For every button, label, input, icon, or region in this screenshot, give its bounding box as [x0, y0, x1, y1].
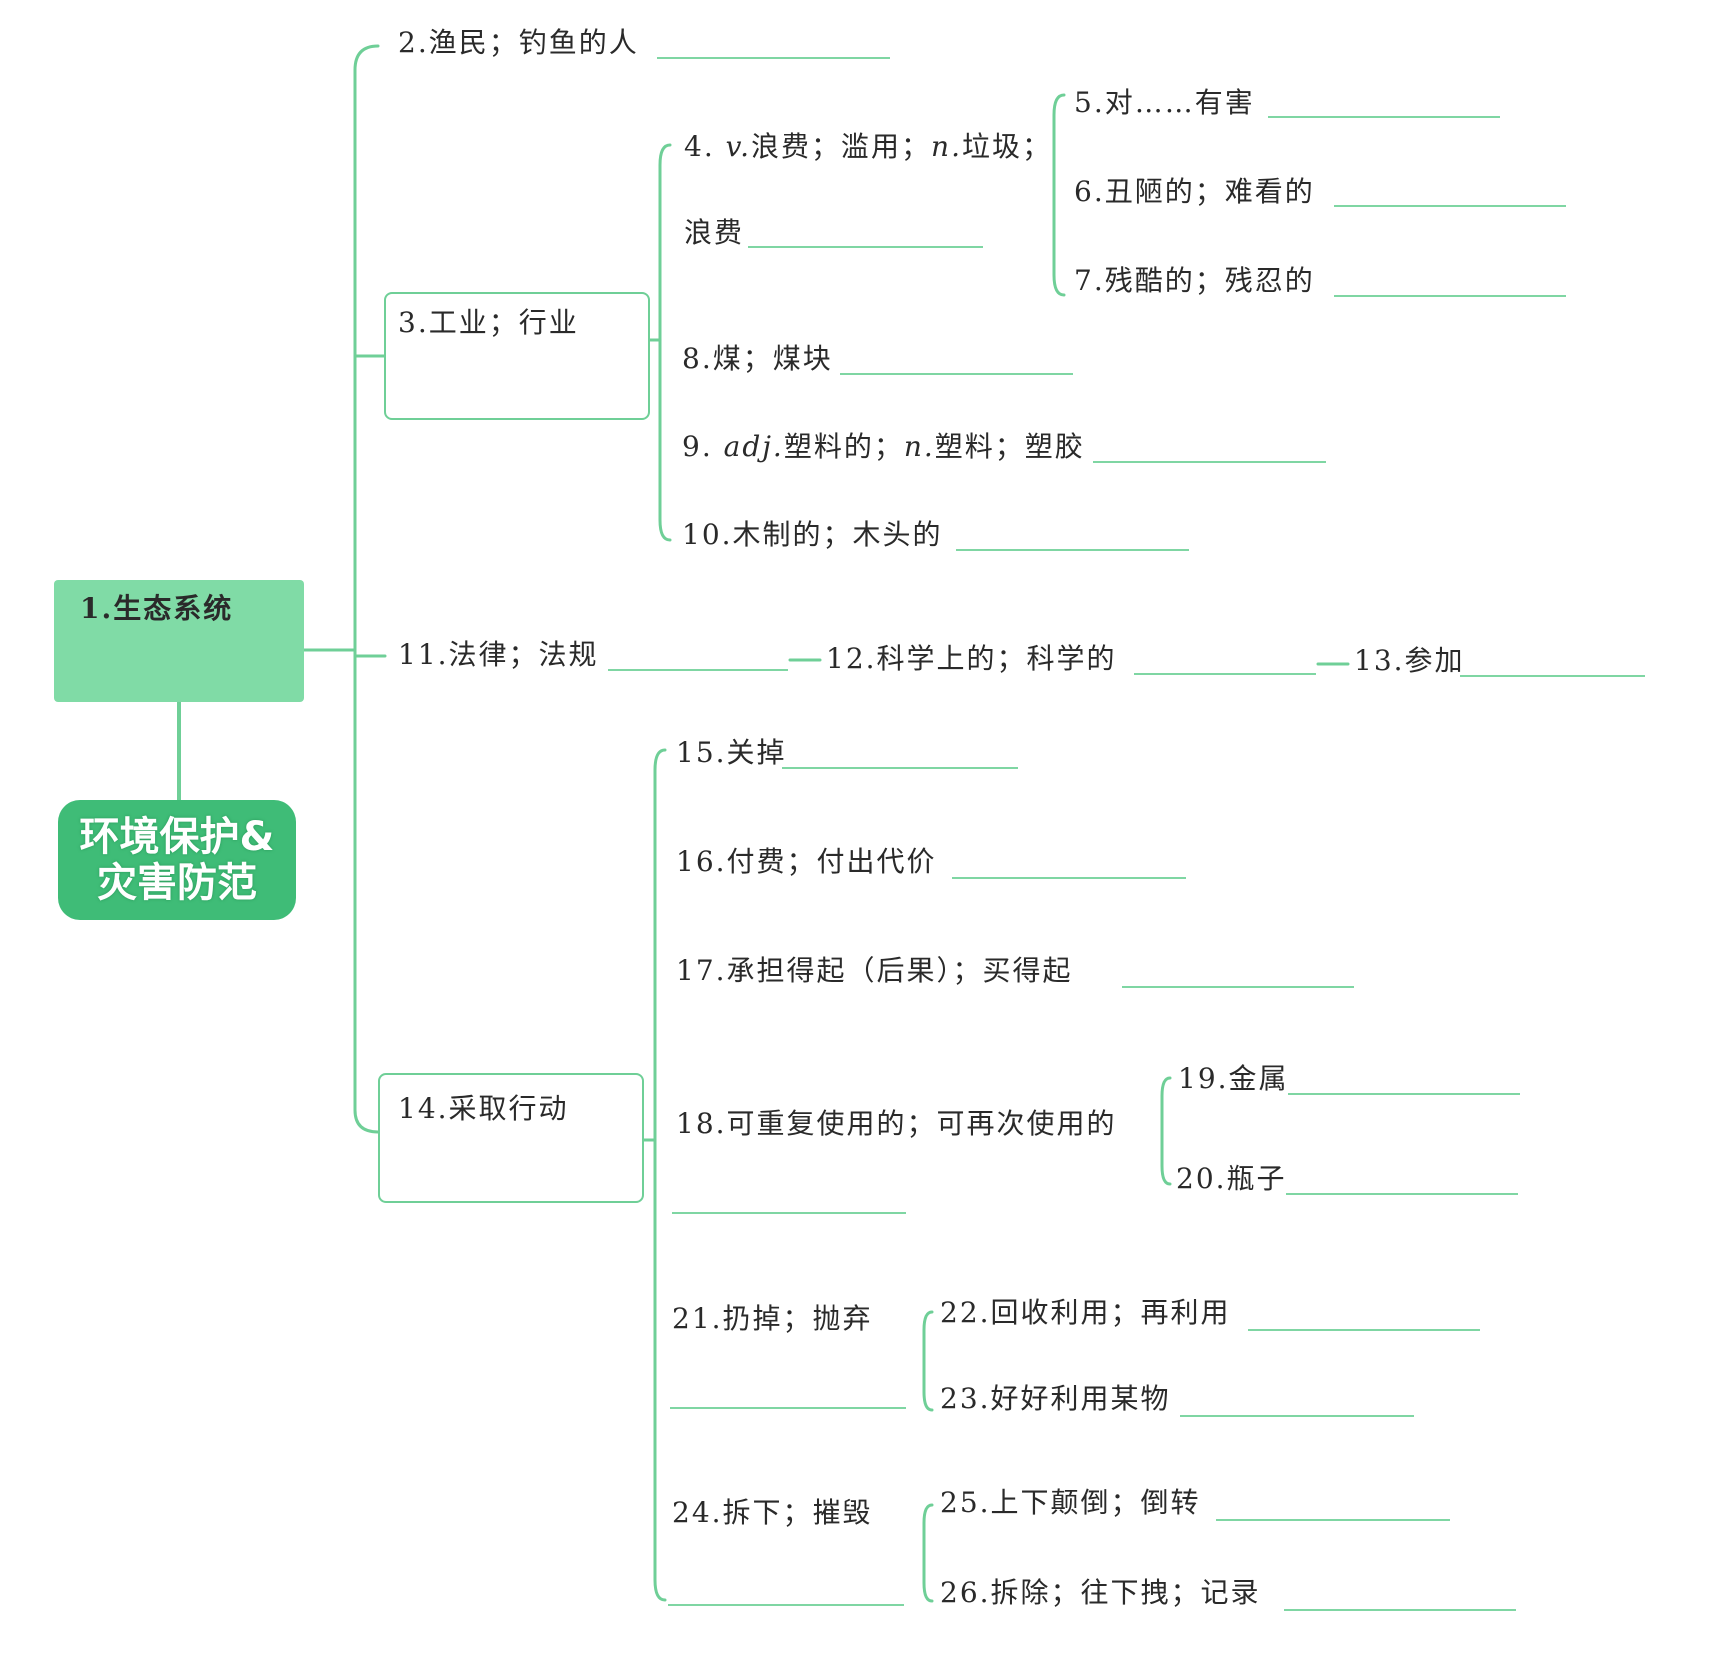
- node-5: 5.对……有害: [1074, 86, 1255, 119]
- node-3: 3.工业；行业: [398, 306, 579, 339]
- node-6: 6.丑陋的；难看的: [1074, 175, 1315, 208]
- node-14: 14.采取行动: [398, 1092, 569, 1125]
- node-4-pos-n: n.: [931, 130, 962, 163]
- title-line-2: 灾害防范: [97, 860, 257, 906]
- root-label: 1.生态系统: [80, 592, 234, 625]
- node-8: 8.煤；煤块: [682, 342, 833, 375]
- node-4-num: 4.: [684, 130, 726, 163]
- node-4-line-2: 浪费: [684, 216, 745, 249]
- node-9: 9. adj.塑料的；n.塑料；塑胶: [682, 430, 1085, 464]
- node-9-meaning-n: 塑料；塑胶: [934, 430, 1085, 463]
- node-20: 20.瓶子: [1176, 1162, 1287, 1195]
- node-26: 26.拆除；往下拽；记录: [940, 1576, 1261, 1609]
- title-badge: 环境保护& 灾害防范: [58, 800, 296, 920]
- root-node-ecosystem: 1.生态系统: [54, 580, 304, 702]
- node-9-pos-adj: adj.: [723, 430, 784, 463]
- node-9-pos-n: n.: [903, 430, 935, 463]
- node-16: 16.付费；付出代价: [676, 845, 937, 878]
- node-12: 12.科学上的；科学的: [826, 642, 1117, 675]
- node-9-num: 9.: [682, 430, 724, 463]
- node-9-meaning-adj: 塑料的；: [783, 430, 904, 463]
- node-17: 17.承担得起（后果）；买得起: [676, 954, 1073, 987]
- node-13: 13.参加: [1354, 644, 1465, 677]
- node-18: 18.可重复使用的；可再次使用的: [676, 1107, 1117, 1140]
- node-7: 7.残酷的；残忍的: [1074, 264, 1315, 297]
- node-box-take-action: [378, 1073, 644, 1203]
- node-4-meaning-v: 浪费；滥用；: [751, 130, 932, 163]
- node-25: 25.上下颠倒；倒转: [940, 1486, 1201, 1519]
- node-24: 24.拆下；摧毁: [672, 1496, 873, 1529]
- title-line-1: 环境保护&: [79, 814, 275, 860]
- node-11: 11.法律；法规: [398, 638, 599, 671]
- node-10: 10.木制的；木头的: [682, 518, 943, 551]
- node-19: 19.金属: [1178, 1062, 1289, 1095]
- node-4: 4. v.浪费；滥用；n.垃圾；: [684, 130, 1052, 164]
- node-15: 15.关掉: [676, 736, 787, 769]
- node-4-meaning-n: 垃圾；: [961, 130, 1052, 163]
- node-4-pos-v: v.: [725, 130, 752, 163]
- node-21: 21.扔掉；抛弃: [672, 1302, 873, 1335]
- node-23: 23.好好利用某物: [940, 1382, 1171, 1415]
- node-box-industry: [384, 292, 650, 420]
- node-22: 22.回收利用；再利用: [940, 1296, 1231, 1329]
- node-2: 2.渔民；钓鱼的人: [398, 26, 639, 59]
